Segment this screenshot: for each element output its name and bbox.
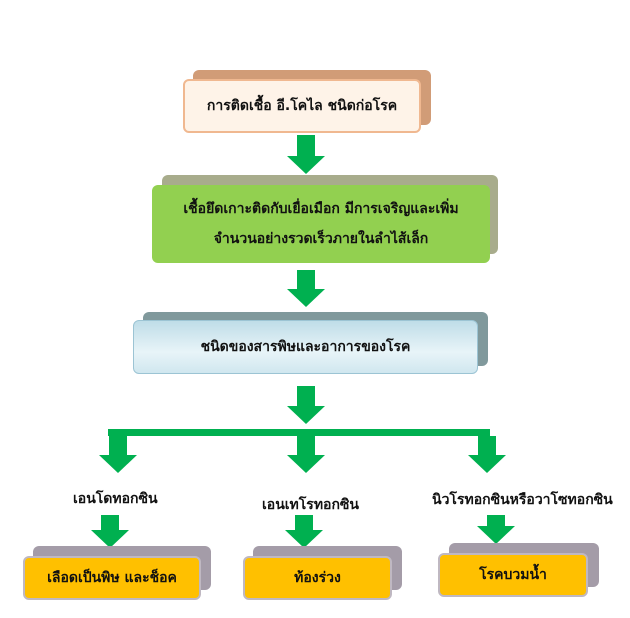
step1-box: การติดเชื้อ อี.โคไล ชนิดก่อโรค [183, 79, 421, 133]
effect-label: ท้องร่วง [294, 570, 341, 586]
effect-box: โรคบวมน้ำ [438, 553, 588, 597]
step1-label: การติดเชื้อ อี.โคไล ชนิดก่อโรค [206, 98, 398, 114]
branch-connector [108, 429, 490, 436]
toxin-label: เอนเทโรทอกซิน [262, 497, 360, 513]
effect-label: โรคบวมน้ำ [479, 567, 547, 583]
step2-box: เชื้อยึดเกาะติดกับเยื่อเมือก มีการเจริญแ… [152, 185, 490, 263]
effect-label: เลือดเป็นพิษ และช็อค [47, 570, 177, 586]
effect-box: ท้องร่วง [243, 556, 392, 600]
toxin-label: เอนโดทอกซิน [73, 491, 158, 507]
step2-line1: เชื้อยึดเกาะติดกับเยื่อเมือก มีการเจริญแ… [183, 201, 459, 217]
step3-label: ชนิดของสารพิษและอาการของโรค [200, 339, 411, 355]
effect-box: เลือดเป็นพิษ และช็อค [23, 556, 201, 600]
step3-box: ชนิดของสารพิษและอาการของโรค [133, 320, 478, 374]
step2-line2: จำนวนอย่างรวดเร็วภายในลำไส้เล็ก [213, 231, 429, 247]
toxin-label: นิวโรทอกซินหรือวาโซทอกซิน [432, 492, 613, 508]
